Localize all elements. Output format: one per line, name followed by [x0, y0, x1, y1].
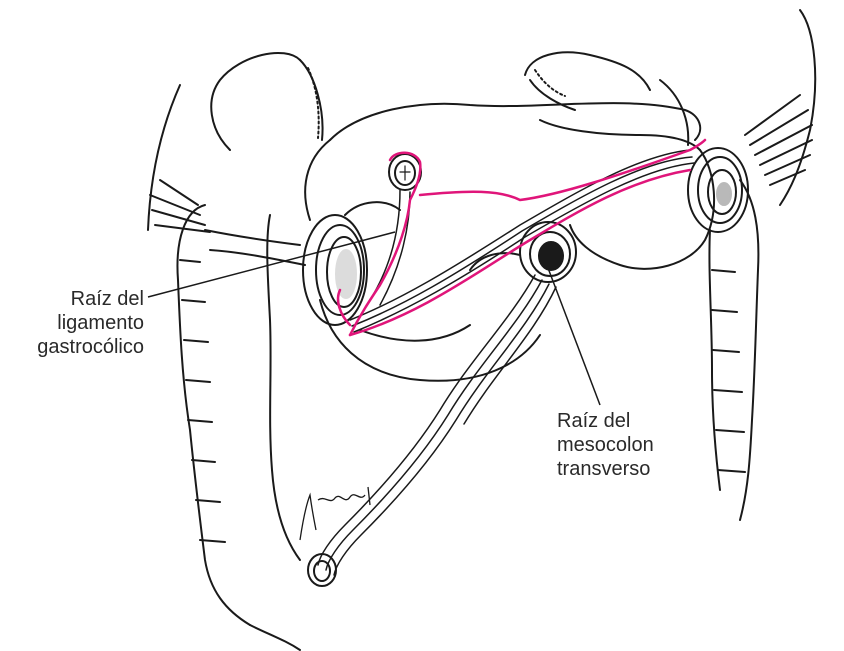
- mesocolon-band: [318, 275, 556, 575]
- sigmoid-ring: [308, 554, 336, 586]
- gastrocolic-ligament-root-label: Raíz del ligamento gastrocólico: [37, 287, 144, 359]
- gastrocolic-label-line-2: ligamento: [37, 311, 144, 335]
- leader-line-mesocolon: [548, 268, 600, 405]
- mesocolon-label-line-1: Raíz del: [557, 409, 654, 433]
- mesocolon-label-line-3: transverso: [557, 457, 654, 481]
- artist-signature: [300, 487, 370, 540]
- left-ring: [303, 215, 367, 325]
- gastrocolic-label-line-3: gastrocólico: [37, 335, 144, 359]
- stomach: [305, 103, 714, 269]
- mesocolon-label-line-2: mesocolon: [557, 433, 654, 457]
- right-ring: [688, 148, 748, 232]
- transverse-mesocolon-root-label: Raíz del mesocolon transverso: [557, 409, 654, 481]
- gastrocolic-label-line-1: Raíz del: [37, 287, 144, 311]
- middle-ring: [520, 222, 576, 282]
- peritoneal-highlight: [338, 140, 705, 335]
- left-upper-fold: [148, 53, 323, 232]
- leader-lines: [148, 232, 600, 405]
